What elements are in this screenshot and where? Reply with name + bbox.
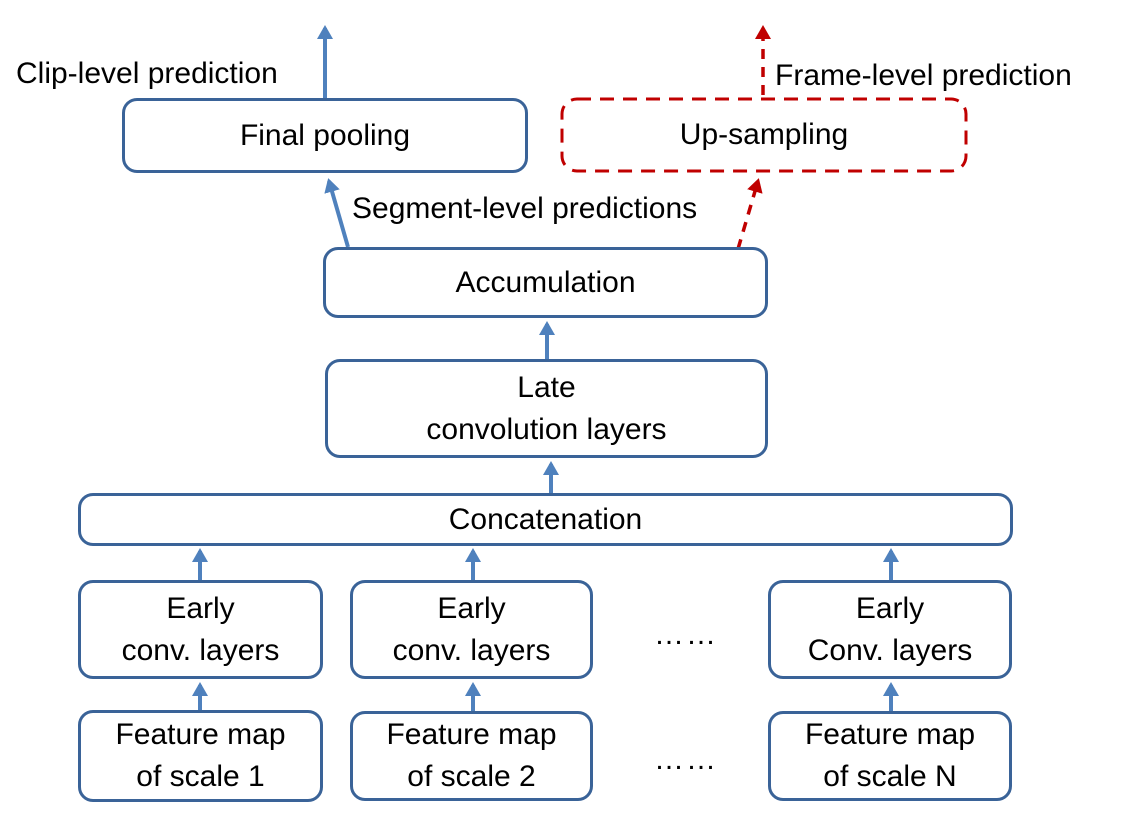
feature-map-scale-2-node: Feature map of scale 2 bbox=[350, 711, 593, 801]
early-3-label-line2: Conv. layers bbox=[807, 633, 973, 667]
clip-level-prediction-label: Clip-level prediction bbox=[16, 57, 278, 90]
ellipsis-feature-map-row: …… bbox=[654, 743, 718, 776]
feature-3-label-line1: Feature map bbox=[804, 718, 976, 751]
late-convolution-layers-node: Late convolution layers bbox=[325, 359, 768, 458]
feature-1-label-line1: Feature map bbox=[115, 718, 286, 751]
early-conv-layers-node-n: Early Conv. layers bbox=[768, 580, 1012, 679]
early-1-label-line2: conv. layers bbox=[121, 633, 280, 667]
early-3-label-line1: Early bbox=[855, 591, 925, 625]
ellipsis-early-conv-row: …… bbox=[654, 618, 718, 651]
segment-level-predictions-label: Segment-level predictions bbox=[352, 192, 698, 225]
late-conv-label-line1: Late bbox=[517, 370, 576, 404]
up-sampling-node: Up-sampling bbox=[561, 98, 967, 172]
accumulation-node: Accumulation bbox=[323, 247, 768, 318]
early-2-label-line2: conv. layers bbox=[392, 633, 551, 667]
up-sampling-dashed-outline bbox=[560, 97, 968, 173]
early-1-label-line1: Early bbox=[166, 591, 235, 625]
early-conv-layers-node-1: Early conv. layers bbox=[78, 580, 323, 679]
feature-map-scale-1-node: Feature map of scale 1 bbox=[78, 710, 323, 802]
early-conv-layers-node-2: Early conv. layers bbox=[350, 580, 593, 679]
arrow-accumulation-to-up-sampling bbox=[736, 178, 763, 250]
frame-level-prediction-label: Frame-level prediction bbox=[775, 59, 1072, 92]
feature-map-scale-n-node: Feature map of scale N bbox=[768, 711, 1012, 801]
concatenation-node: Concatenation bbox=[78, 493, 1013, 546]
early-2-label-line1: Early bbox=[437, 591, 506, 625]
arrow-accumulation-to-final-pooling bbox=[324, 178, 350, 248]
feature-2-label-line2: of scale 2 bbox=[407, 760, 536, 793]
concatenation-label: Concatenation bbox=[448, 502, 643, 536]
accumulation-label: Accumulation bbox=[455, 265, 636, 299]
final-pooling-label: Final pooling bbox=[239, 118, 411, 152]
feature-3-label-line2: of scale N bbox=[823, 760, 957, 793]
up-sampling-label: Up-sampling bbox=[679, 118, 849, 151]
final-pooling-node: Final pooling bbox=[122, 98, 528, 173]
feature-1-label-line2: of scale 1 bbox=[136, 760, 265, 793]
late-conv-label-line2: convolution layers bbox=[426, 412, 667, 446]
feature-2-label-line1: Feature map bbox=[386, 718, 557, 751]
